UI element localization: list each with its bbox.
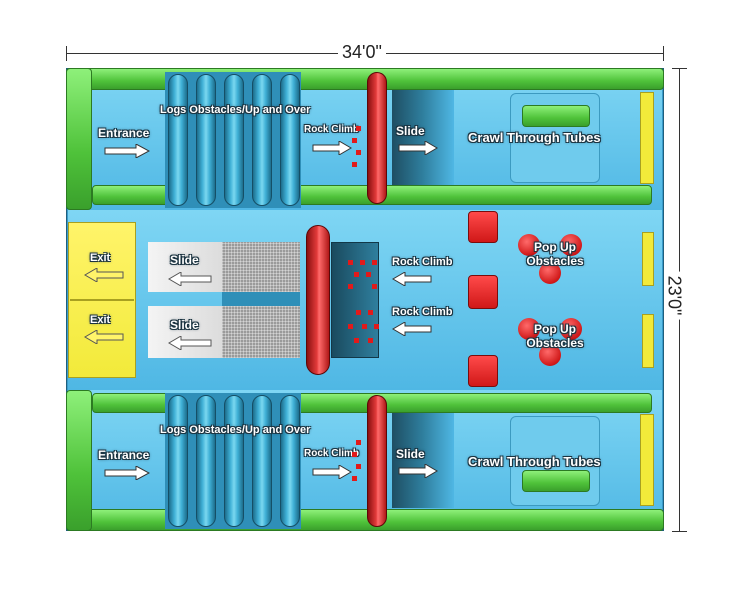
bottom-log-2 bbox=[196, 395, 216, 527]
bottom-rock-climb-arrow-icon bbox=[312, 465, 352, 479]
bottom-left-wall bbox=[66, 390, 92, 531]
red-block-1 bbox=[468, 211, 498, 243]
exit-divider bbox=[70, 299, 134, 301]
top-entrance-label: Entrance bbox=[98, 126, 150, 140]
middle-yellow-end-1 bbox=[642, 232, 654, 286]
middle-climb-hold-1 bbox=[348, 260, 353, 265]
popup-ball-2 bbox=[560, 234, 582, 256]
red-block-2 bbox=[468, 275, 498, 309]
middle-climb-hold-9 bbox=[368, 310, 373, 315]
popup-ball-6 bbox=[539, 344, 561, 366]
top-entrance-arrow-icon bbox=[104, 144, 150, 158]
bottom-tubes-label: Crawl Through Tubes bbox=[468, 454, 601, 469]
bottom-climb-hold-4 bbox=[352, 476, 357, 481]
bottom-climb-hold-1 bbox=[356, 440, 361, 445]
exit-arrow-icon-1 bbox=[84, 268, 124, 282]
bottom-log-3 bbox=[224, 395, 244, 527]
middle-rock-climb-arrow-icon-1 bbox=[392, 272, 432, 286]
top-log-2 bbox=[196, 74, 216, 206]
bottom-climb-wall bbox=[367, 395, 387, 527]
bottom-log-1 bbox=[168, 395, 188, 527]
middle-rock-climb-label-1: Rock Climb bbox=[392, 256, 453, 268]
bottom-log-4 bbox=[252, 395, 272, 527]
bottom-log-5 bbox=[280, 395, 300, 527]
top-tube-green bbox=[522, 105, 590, 127]
popup-label-2: Pop Up Obstacles bbox=[526, 322, 584, 350]
top-climb-hold-2 bbox=[352, 138, 357, 143]
top-logs-label: Logs Obstacles/Up and Over bbox=[160, 104, 311, 116]
slide-arrow-icon-2 bbox=[168, 336, 212, 350]
bottom-slide-pad bbox=[392, 413, 454, 508]
height-tick-bottom bbox=[672, 531, 687, 532]
top-climb-wall bbox=[367, 72, 387, 204]
bottom-entrance-label: Entrance bbox=[98, 448, 150, 462]
top-wall-outer bbox=[66, 68, 664, 90]
top-log-3 bbox=[224, 74, 244, 206]
width-tick-right bbox=[663, 46, 664, 61]
height-label: 23'0" bbox=[663, 271, 685, 320]
bottom-slide-label: Slide bbox=[396, 447, 425, 461]
width-label: 34'0" bbox=[338, 42, 386, 63]
middle-climb-hold-5 bbox=[366, 272, 371, 277]
top-log-4 bbox=[252, 74, 272, 206]
popup-ball-3 bbox=[539, 262, 561, 284]
bottom-slide-arrow-icon bbox=[398, 464, 438, 478]
top-log-5 bbox=[280, 74, 300, 206]
middle-climb-wall bbox=[306, 225, 330, 375]
top-slide-arrow-icon bbox=[398, 141, 438, 155]
top-tubes-label: Crawl Through Tubes bbox=[468, 130, 601, 145]
mesh-panel-2 bbox=[222, 306, 300, 358]
middle-climb-hold-13 bbox=[354, 338, 359, 343]
middle-climb-hold-4 bbox=[354, 272, 359, 277]
exit-arrow-icon-2 bbox=[84, 330, 124, 344]
bottom-entrance-arrow-icon bbox=[104, 466, 150, 480]
slide-pad-1 bbox=[148, 242, 222, 292]
bottom-logs-label: Logs Obstacles/Up and Over bbox=[160, 424, 311, 436]
mesh-panel-1 bbox=[222, 242, 300, 292]
top-log-1 bbox=[168, 74, 188, 206]
middle-climb-hold-8 bbox=[356, 310, 361, 315]
middle-climb-hold-6 bbox=[348, 284, 353, 289]
top-climb-hold-3 bbox=[356, 150, 361, 155]
popup-ball-5 bbox=[560, 318, 582, 340]
top-climb-hold-1 bbox=[356, 126, 361, 131]
middle-yellow-end-2 bbox=[642, 314, 654, 368]
width-tick-left bbox=[66, 46, 67, 61]
popup-label-1: Pop Up Obstacles bbox=[526, 240, 584, 268]
bottom-tube-green bbox=[522, 470, 590, 492]
top-rock-climb-label: Rock Climb bbox=[304, 124, 360, 135]
middle-climb-hold-2 bbox=[360, 260, 365, 265]
red-block-3 bbox=[468, 355, 498, 387]
exit-label-2: Exit bbox=[90, 314, 111, 326]
middle-rock-climb-arrow-icon-2 bbox=[392, 322, 432, 336]
middle-climb-hold-7 bbox=[372, 284, 377, 289]
popup-ball-1 bbox=[518, 234, 540, 256]
bottom-wall-outer bbox=[66, 509, 664, 531]
middle-climb-hold-3 bbox=[372, 260, 377, 265]
top-left-wall bbox=[66, 68, 92, 210]
middle-climb-hold-11 bbox=[362, 324, 367, 329]
top-yellow-end bbox=[640, 92, 654, 184]
top-rock-climb-arrow-icon bbox=[312, 141, 352, 155]
bottom-yellow-end bbox=[640, 414, 654, 506]
middle-climb-hold-14 bbox=[368, 338, 373, 343]
slide-label-2: Slide bbox=[170, 318, 199, 332]
bottom-climb-hold-2 bbox=[352, 452, 357, 457]
slide-label-1: Slide bbox=[170, 253, 199, 267]
mesh-divider bbox=[222, 292, 300, 306]
middle-rock-climb-label-2: Rock Climb bbox=[392, 306, 453, 318]
bottom-climb-hold-3 bbox=[356, 464, 361, 469]
bottom-rock-climb-label: Rock Climb bbox=[304, 448, 360, 459]
slide-pad-2 bbox=[148, 306, 222, 358]
height-tick-top bbox=[672, 68, 687, 69]
popup-ball-4 bbox=[518, 318, 540, 340]
top-climb-hold-4 bbox=[352, 162, 357, 167]
middle-climb-hold-12 bbox=[374, 324, 379, 329]
top-slide-pad bbox=[392, 90, 454, 185]
slide-arrow-icon-1 bbox=[168, 272, 212, 286]
middle-climb-hold-10 bbox=[348, 324, 353, 329]
top-slide-label: Slide bbox=[396, 124, 425, 138]
exit-label-1: Exit bbox=[90, 252, 111, 264]
